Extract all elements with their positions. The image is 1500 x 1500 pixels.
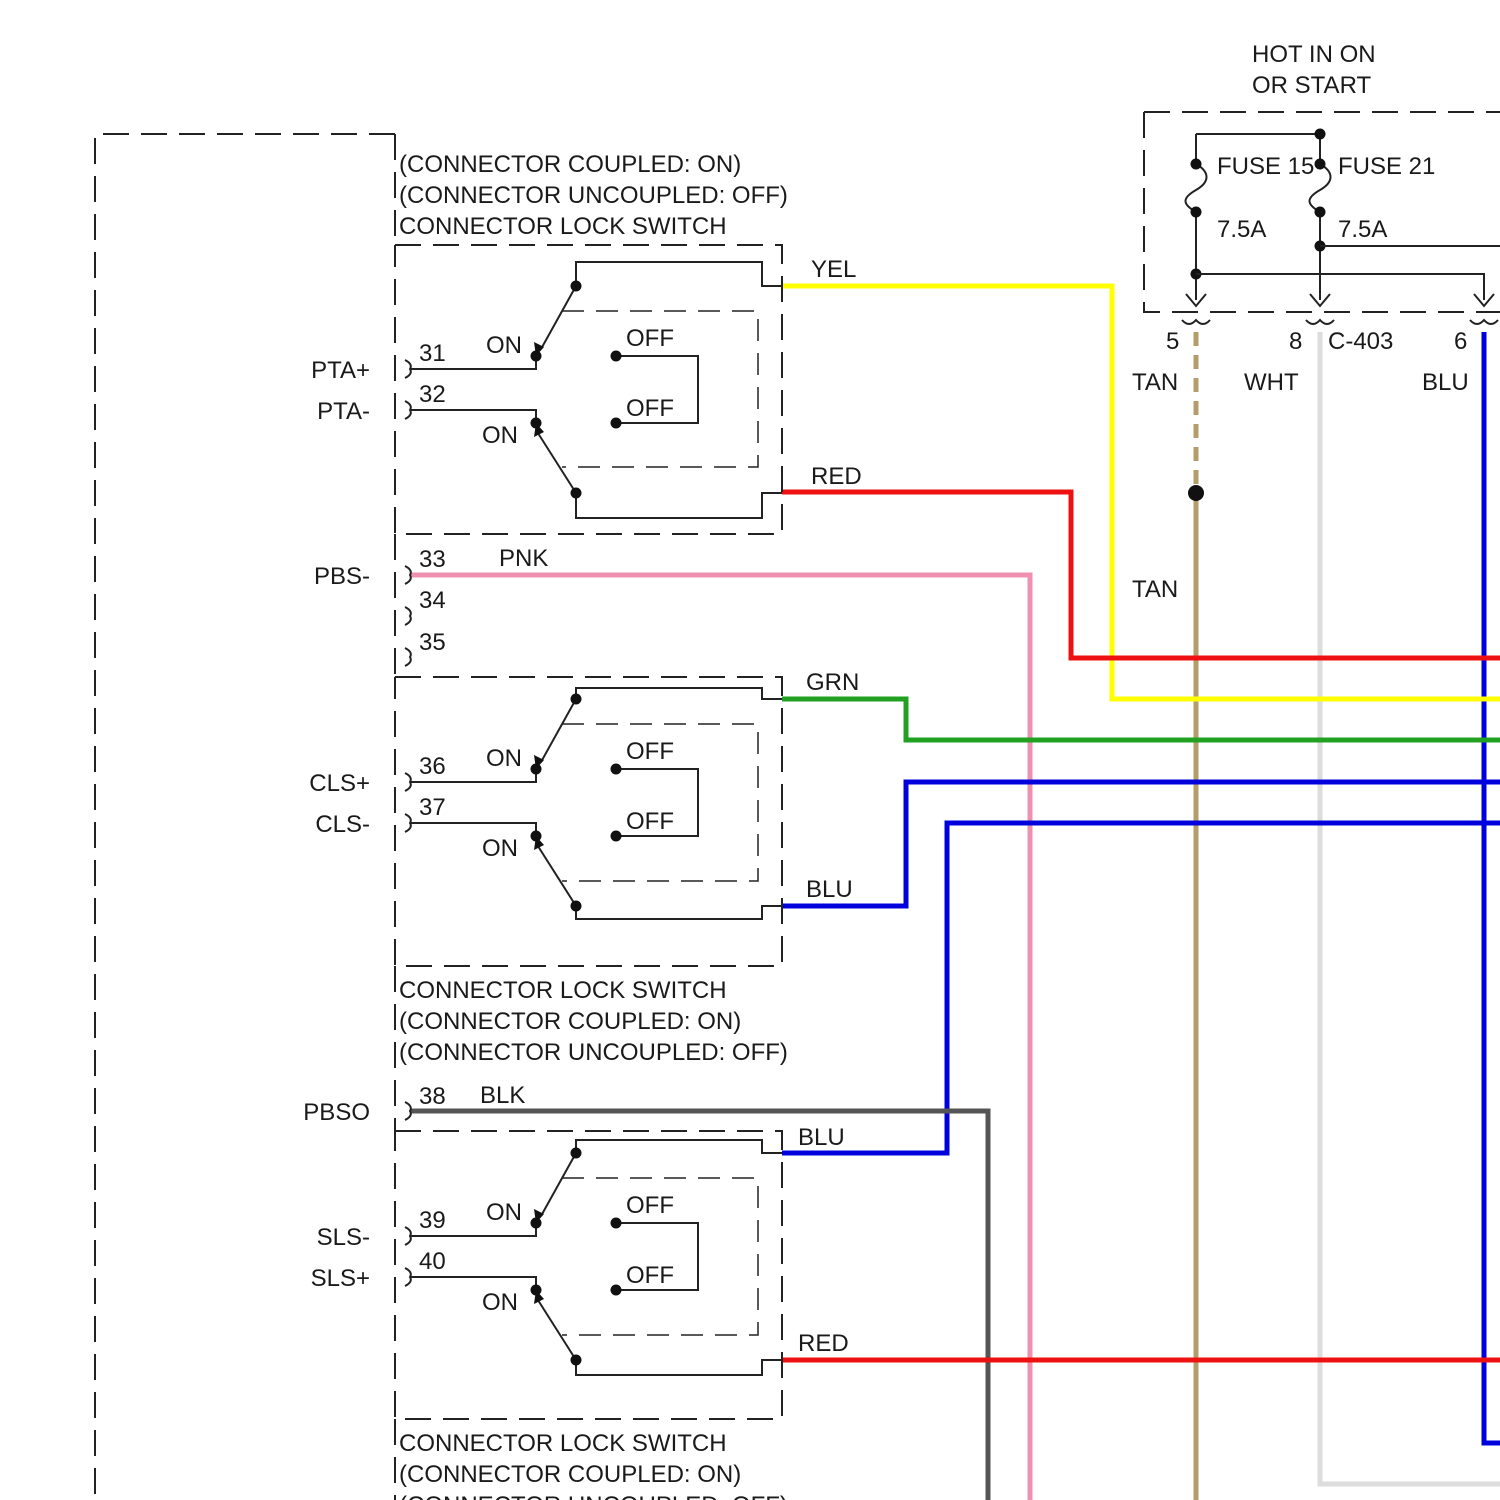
switch3-off-bottom: OFF [626,1262,674,1289]
switch3-signal-a: SLS- [317,1224,370,1251]
switch2-pin-b: 37 [419,794,446,821]
switch2-on-bottom: ON [482,835,518,862]
wire-label-tan: TAN [1132,369,1178,396]
switch1-off-bottom: OFF [626,395,674,422]
switch1-wire-bottom: RED [811,463,862,490]
switch1-signal-b: PTA- [317,398,370,425]
wire-tan-splice [1188,485,1204,501]
wire-blu-pin6 [1484,332,1500,1443]
fuse-21-rating: 7.5A [1338,216,1387,243]
switch3-off-top: OFF [626,1192,674,1219]
switch1-label-2: (CONNECTOR UNCOUPLED: OFF) [399,182,788,209]
switch3-pin-b: 40 [419,1248,446,1275]
switch1-wire-top: YEL [811,256,856,283]
switch2-label-2: (CONNECTOR COUPLED: ON) [399,1008,741,1035]
switch1-on-top: ON [486,332,522,359]
switch3-label-2: (CONNECTOR COUPLED: ON) [399,1461,741,1488]
switch3-on-top: ON [486,1199,522,1226]
switch2-pin-a: 36 [419,753,446,780]
switch3-wire-bottom: RED [798,1330,849,1357]
switch2-off-top: OFF [626,738,674,765]
fuse-15-rating: 7.5A [1217,216,1266,243]
wire-label-blu: BLU [1422,369,1469,396]
switch1-pin-b: 32 [419,381,446,408]
wire-grn [782,699,1500,740]
power-distribution-box: HOT IN ON OR START FUSE 15 7.5A FUSE 21 … [1144,41,1500,312]
pbso-pin-38: 38 [419,1083,446,1110]
power-title-line2: OR START [1252,72,1371,99]
switch1-off-top: OFF [626,325,674,352]
switch2-label-1: CONNECTOR LOCK SWITCH [399,977,727,1004]
fuse-15-label: FUSE 15 [1217,153,1314,180]
connector-lock-switch-2: 36 37 CLS+ CLS- ON ON OFF OFF GRN BLU CO… [309,669,859,1066]
connector-name: C-403 [1328,328,1393,355]
connector-c403: 5 8 C-403 6 [1166,320,1498,355]
connector-pin-8: 8 [1289,328,1302,355]
switch2-on-top: ON [486,745,522,772]
pbs-pin-35: 35 [419,629,446,656]
switch2-signal-a: CLS+ [309,770,370,797]
wires [410,286,1500,1500]
switch3-wire-top: BLU [798,1124,845,1151]
switch2-off-bottom: OFF [626,808,674,835]
switch1-label-1: (CONNECTOR COUPLED: ON) [399,151,741,178]
wire-wht [1320,332,1500,1484]
switch1-on-bottom: ON [482,422,518,449]
switch2-wire-top: GRN [806,669,859,696]
wire-blu-switch2 [782,782,1500,906]
switch2-signal-b: CLS- [315,811,370,838]
switch3-signal-b: SLS+ [311,1265,370,1292]
connector-lock-switch-3: 39 40 SLS- SLS+ ON ON OFF OFF BLU RED CO… [311,1124,849,1500]
connector-pin-6: 6 [1454,328,1467,355]
switch3-pin-a: 39 [419,1207,446,1234]
pbs-pin-33: 33 [419,546,446,573]
pbso-signal: PBSO [303,1099,370,1126]
switch1-signal-a: PTA+ [311,357,370,384]
connector-pin-5: 5 [1166,328,1179,355]
switch2-label-3: (CONNECTOR UNCOUPLED: OFF) [399,1039,788,1066]
pbso-wire-label: BLK [480,1082,525,1109]
switch3-label-1: CONNECTOR LOCK SWITCH [399,1430,727,1457]
switch2-wire-bottom: BLU [806,876,853,903]
switch3-on-bottom: ON [482,1289,518,1316]
switch1-label-3: CONNECTOR LOCK SWITCH [399,213,727,240]
pbs-wire-label: PNK [499,545,548,572]
wire-blu-switch3 [782,823,1500,1153]
wire-label-tan-lower: TAN [1132,576,1178,603]
power-title-line1: HOT IN ON [1252,41,1376,68]
fuse-21-label: FUSE 21 [1338,153,1435,180]
pbs-pin-34: 34 [419,587,446,614]
switch1-pin-a: 31 [419,340,446,367]
fuse-21-symbol [1310,164,1331,300]
switch3-label-3: (CONNECTOR UNCOUPLED: OFF) [399,1492,788,1500]
pbs-signal: PBS- [314,563,370,590]
connector-lock-switch-1: (CONNECTOR COUPLED: ON) (CONNECTOR UNCOU… [311,151,862,534]
pbs-pin-group: PBS- 33 34 35 PNK [314,534,548,677]
wire-label-wht: WHT [1244,369,1299,396]
